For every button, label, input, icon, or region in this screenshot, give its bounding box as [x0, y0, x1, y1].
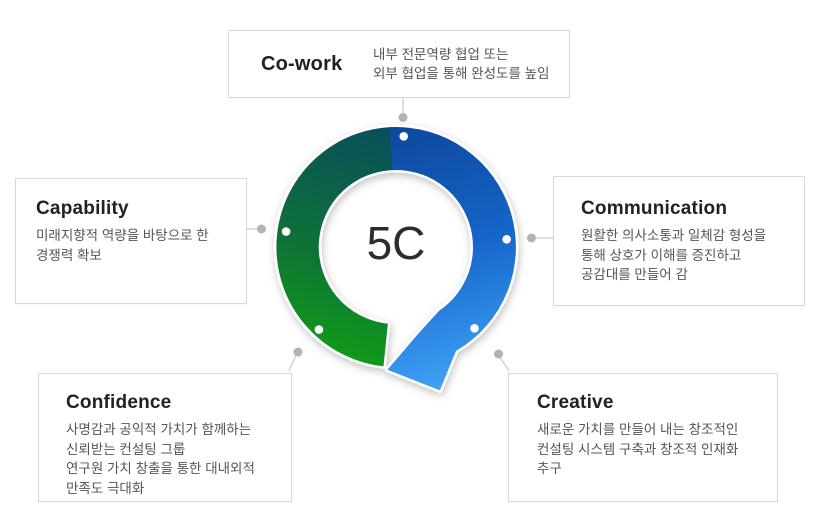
connector-right — [527, 233, 553, 243]
communication-title: Communication — [581, 198, 728, 219]
connector-bottom-left — [288, 347, 303, 372]
card-confidence: Confidence 사명감과 공익적 가치가 함께하는 신뢰받는 컨설팅 그룹… — [38, 373, 292, 502]
dot-bottom-right — [470, 324, 479, 333]
card-communication: Communication 원활한 의사소통과 일체감 형성을 통해 상호가 이… — [553, 176, 805, 306]
capability-desc: 미래지향적 역량을 바탕으로 한 경쟁력 확보 — [36, 228, 209, 263]
card-creative: Creative 새로운 가치를 만들어 내는 창조적인 컨설팅 시스템 구축과… — [508, 373, 778, 502]
cowork-desc: 내부 전문역량 협업 또는 외부 협업을 통해 완성도를 높임 — [373, 46, 550, 82]
capability-title: Capability — [36, 198, 129, 219]
confidence-title: Confidence — [66, 392, 172, 413]
creative-desc: 새로운 가치를 만들어 내는 창조적인 컨설팅 시스템 구축과 창조적 인재화 … — [537, 422, 739, 476]
card-cowork: Co-work 내부 전문역량 협업 또는 외부 협업을 통해 완성도를 높임 — [228, 30, 570, 98]
connector-left — [247, 224, 266, 234]
cowork-title: Co-work — [261, 52, 343, 75]
dot-top — [399, 132, 408, 141]
card-capability: Capability 미래지향적 역량을 바탕으로 한 경쟁력 확보 — [15, 178, 247, 304]
communication-desc: 원활한 의사소통과 일체감 형성을 통해 상호가 이해를 증진하고 공감대를 만… — [581, 228, 767, 282]
dot-left — [281, 227, 291, 236]
connector-top — [398, 99, 408, 122]
dot-right — [502, 235, 511, 244]
connector-bottom-right — [494, 349, 510, 372]
center-label-5c: 5C — [366, 217, 426, 269]
creative-title: Creative — [537, 392, 614, 413]
confidence-desc: 사명감과 공익적 가치가 함께하는 신뢰받는 컨설팅 그룹 연구원 가치 창출을… — [66, 422, 255, 496]
dot-bottom-left — [314, 325, 324, 334]
